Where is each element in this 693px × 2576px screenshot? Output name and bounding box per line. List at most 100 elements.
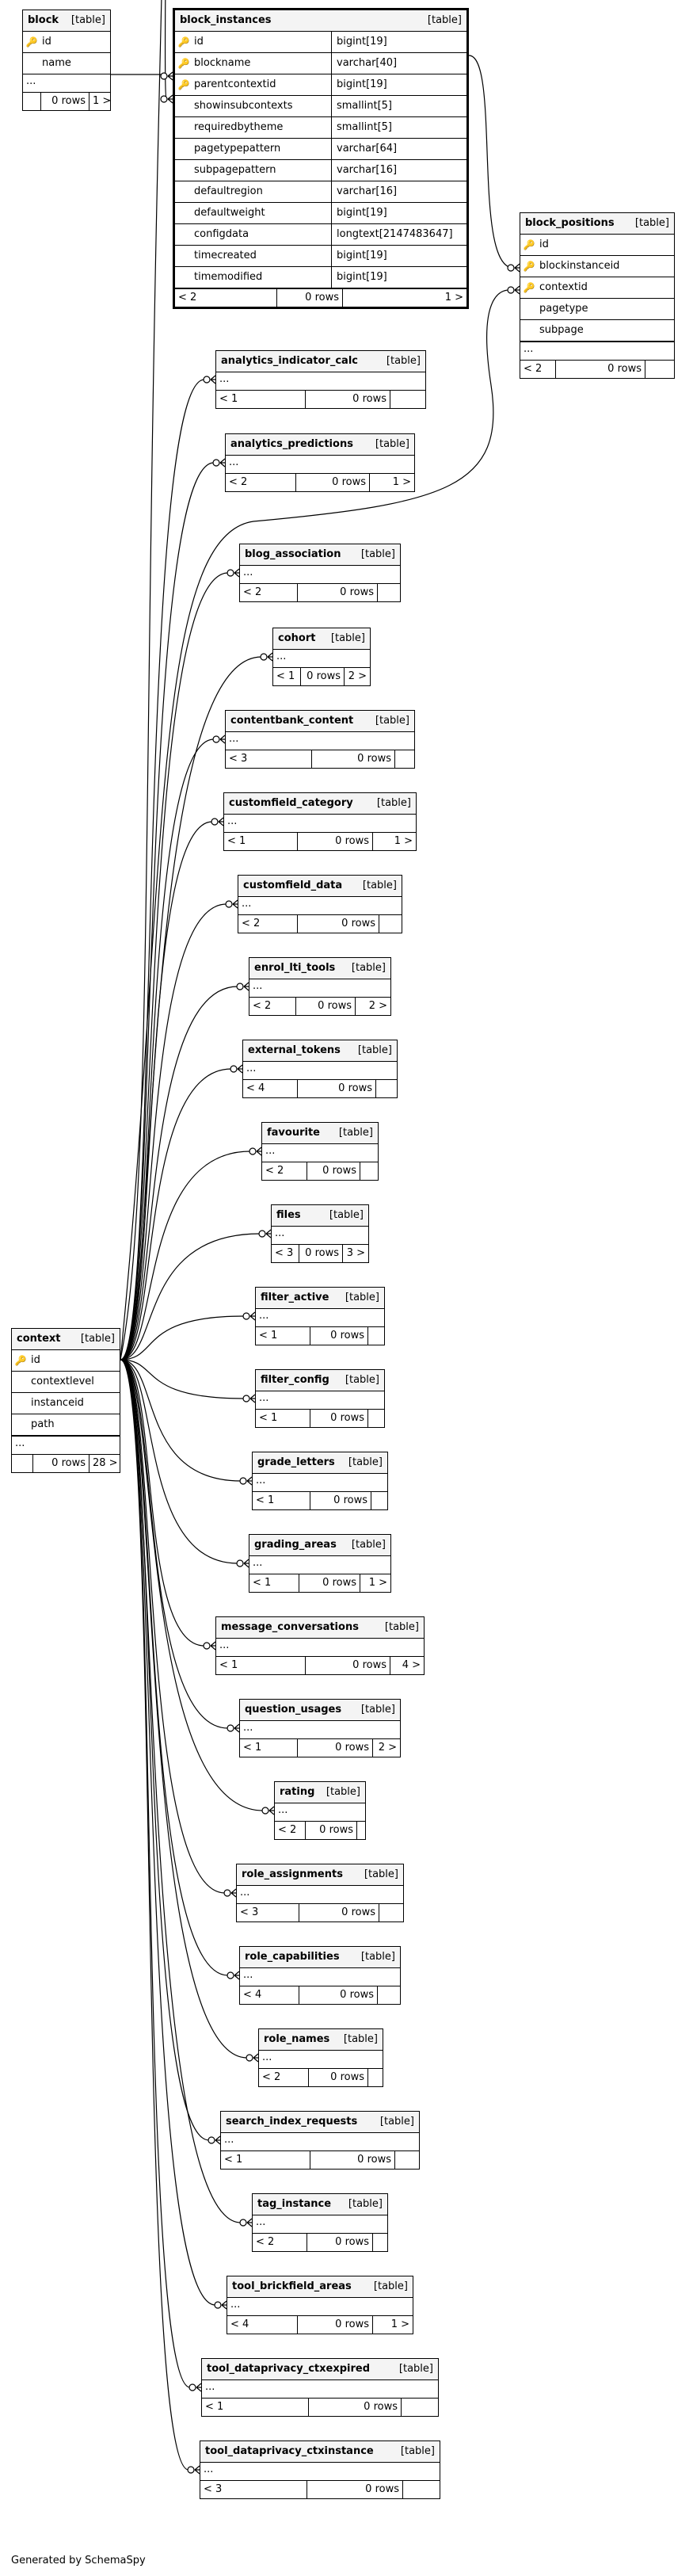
parents-count[interactable]: < 1 [216,391,306,408]
parents-count[interactable]: < 3 [272,1245,299,1262]
parents-count[interactable]: < 3 [200,2481,307,2498]
parents-count[interactable]: < 2 [275,1822,306,1839]
table-context[interactable]: context[table] 🔑id contextlevel instance… [11,1328,120,1473]
table-header: message_conversations[table] [216,1617,424,1639]
row-count: 0 rows [298,1739,373,1757]
parents-count[interactable]: < 2 [262,1162,307,1180]
parents-count[interactable]: < 3 [237,1904,299,1922]
children-count[interactable] [395,750,414,768]
parents-count[interactable] [23,93,41,110]
parents-count[interactable]: < 1 [202,2399,309,2416]
relation-end-marker [507,263,520,273]
more-columns-ellipsis: ... [237,1886,403,1904]
children-count[interactable] [378,584,400,601]
children-count[interactable] [395,2151,419,2169]
children-count[interactable] [360,1162,378,1180]
children-count[interactable]: 28 > [93,1457,118,1469]
row-count: 0 rows [309,2069,368,2086]
children-count[interactable] [373,2234,387,2251]
children-count[interactable]: 1 > [93,95,110,107]
children-count[interactable] [368,2069,383,2086]
parents-count[interactable]: < 4 [227,2316,298,2334]
parents-count[interactable]: < 1 [256,1410,310,1427]
table-tool-dataprivacy-ctxexpired[interactable]: tool_dataprivacy_ctxexpired[table] ... <… [201,2358,439,2417]
parents-count[interactable]: < 1 [256,1327,310,1345]
parents-count[interactable]: < 1 [240,1739,298,1757]
children-count[interactable]: 4 > [402,1659,421,1671]
children-count[interactable] [402,2399,438,2416]
parents-count[interactable]: < 1 [221,2151,310,2169]
parents-count[interactable]: < 1 [224,833,298,850]
children-count[interactable] [403,2481,440,2498]
parents-count[interactable]: < 1 [253,1492,310,1509]
column-row: subpage [520,320,674,342]
children-count[interactable] [368,1327,384,1345]
children-count[interactable]: 1 > [394,835,413,847]
children-count[interactable]: 1 > [390,2318,409,2330]
children-count[interactable]: 3 > [346,1247,365,1259]
children-count[interactable]: 1 > [392,476,411,488]
parents-count[interactable]: < 1 [273,668,301,685]
parents-count[interactable]: < 4 [243,1080,298,1097]
children-count[interactable] [376,1080,397,1097]
table-kind: [table] [351,1539,386,1551]
children-count[interactable] [645,361,674,378]
table-tool-dataprivacy-ctxinstance[interactable]: tool_dataprivacy_ctxinstance[table] ... … [200,2441,440,2499]
children-count[interactable] [378,1986,400,2004]
parents-count[interactable]: < 2 [259,2069,309,2086]
table-block-positions[interactable]: block_positions[table] 🔑id 🔑blockinstanc… [520,212,675,379]
children-count[interactable] [379,915,402,933]
parents-count[interactable]: < 1 [249,1574,299,1592]
parents-count[interactable]: < 2 [249,998,296,1015]
children-count[interactable] [371,1492,387,1509]
children-count[interactable]: 1 > [444,292,463,303]
row-count: 0 rows [296,998,356,1015]
children-count[interactable] [379,1904,403,1922]
parents-count[interactable]: < 1 [216,1657,306,1674]
table-name: grading_areas [254,1539,337,1551]
children-count[interactable] [368,1410,384,1427]
parents-count[interactable]: < 3 [226,750,312,768]
children-count[interactable]: 2 > [348,670,367,682]
children-count[interactable]: 2 > [378,1742,397,1754]
children-count[interactable] [357,1822,365,1839]
parents-count[interactable]: < 2 [175,289,277,307]
column-type: varchar[64] [331,139,466,159]
parents-count[interactable]: < 2 [253,2234,307,2251]
parents-count[interactable]: < 4 [240,1986,299,2004]
children-count[interactable] [390,391,425,408]
children-count[interactable]: 2 > [368,1000,387,1012]
parents-count[interactable]: < 2 [240,584,298,601]
parents-count[interactable] [12,1455,33,1472]
parents-count[interactable]: < 2 [238,915,298,933]
parents-count[interactable]: < 2 [226,474,296,491]
children-count[interactable]: 1 > [368,1577,387,1589]
parents-count[interactable]: < 2 [520,361,556,378]
